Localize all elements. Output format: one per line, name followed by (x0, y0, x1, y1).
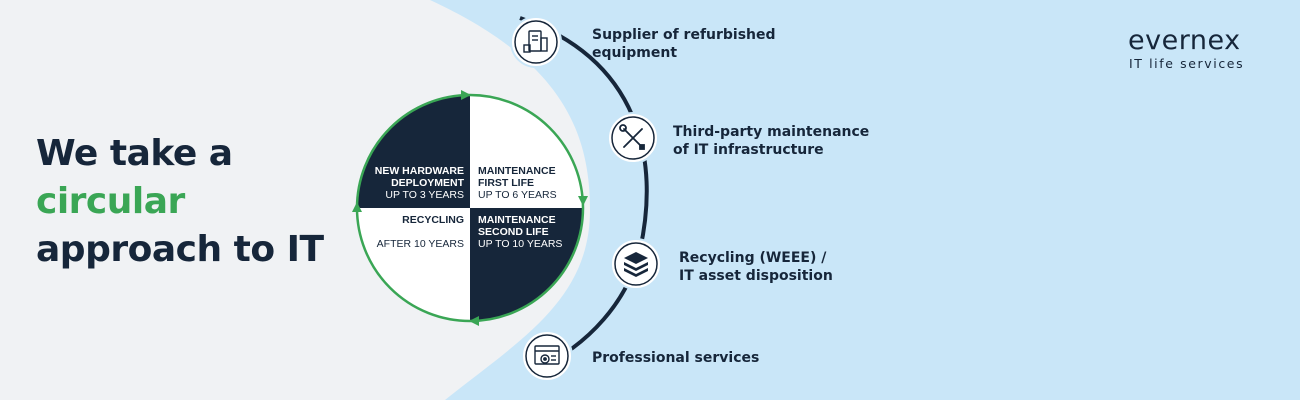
browser-settings-icon (534, 345, 560, 365)
logo-brand: evernex (1128, 25, 1241, 56)
node-maintenance (607, 112, 659, 164)
server-rack-icon (523, 30, 548, 53)
headline-line-3: approach to IT (36, 229, 324, 270)
quadrant-label-recycling: RECYCLING AFTER 10 YEARS (376, 214, 464, 250)
headline-accent-word: circular (36, 181, 185, 222)
evernex-logo: evernex IT life services (1128, 26, 1244, 72)
headline: We take a circular approach to IT (36, 130, 324, 274)
service-refurbished: Supplier of refurbished equipment (592, 27, 776, 61)
cycle-arrow-top (461, 90, 471, 100)
service-arc (519, 16, 649, 372)
recycle-stack-icon (624, 252, 648, 277)
node-professional (521, 330, 573, 382)
node-recycling (610, 238, 662, 290)
service-third-party-maintenance: Third-party maintenance of IT infrastruc… (673, 124, 870, 158)
cycle-arrow-left (352, 202, 362, 212)
node-refurbished (510, 16, 562, 68)
tools-icon (619, 124, 645, 150)
quadrant-label-maintenance-first-life: MAINTENANCE FIRST LIFE UP TO 6 YEARS (478, 165, 557, 201)
cycle-arrow-bottom (469, 316, 479, 326)
quadrant-label-new-hardware: NEW HARDWARE DEPLOYMENT UP TO 3 YEARS (374, 165, 464, 201)
quadrant-label-maintenance-second-life: MAINTENANCE SECOND LIFE UP TO 10 YEARS (478, 214, 563, 250)
cycle-arrow-right (578, 196, 588, 206)
headline-line-1: We take a (36, 133, 233, 174)
logo-tagline: IT life services (1129, 56, 1245, 71)
service-recycling: Recycling (WEEE) / IT asset disposition (679, 250, 833, 284)
service-professional: Professional services (592, 350, 760, 366)
